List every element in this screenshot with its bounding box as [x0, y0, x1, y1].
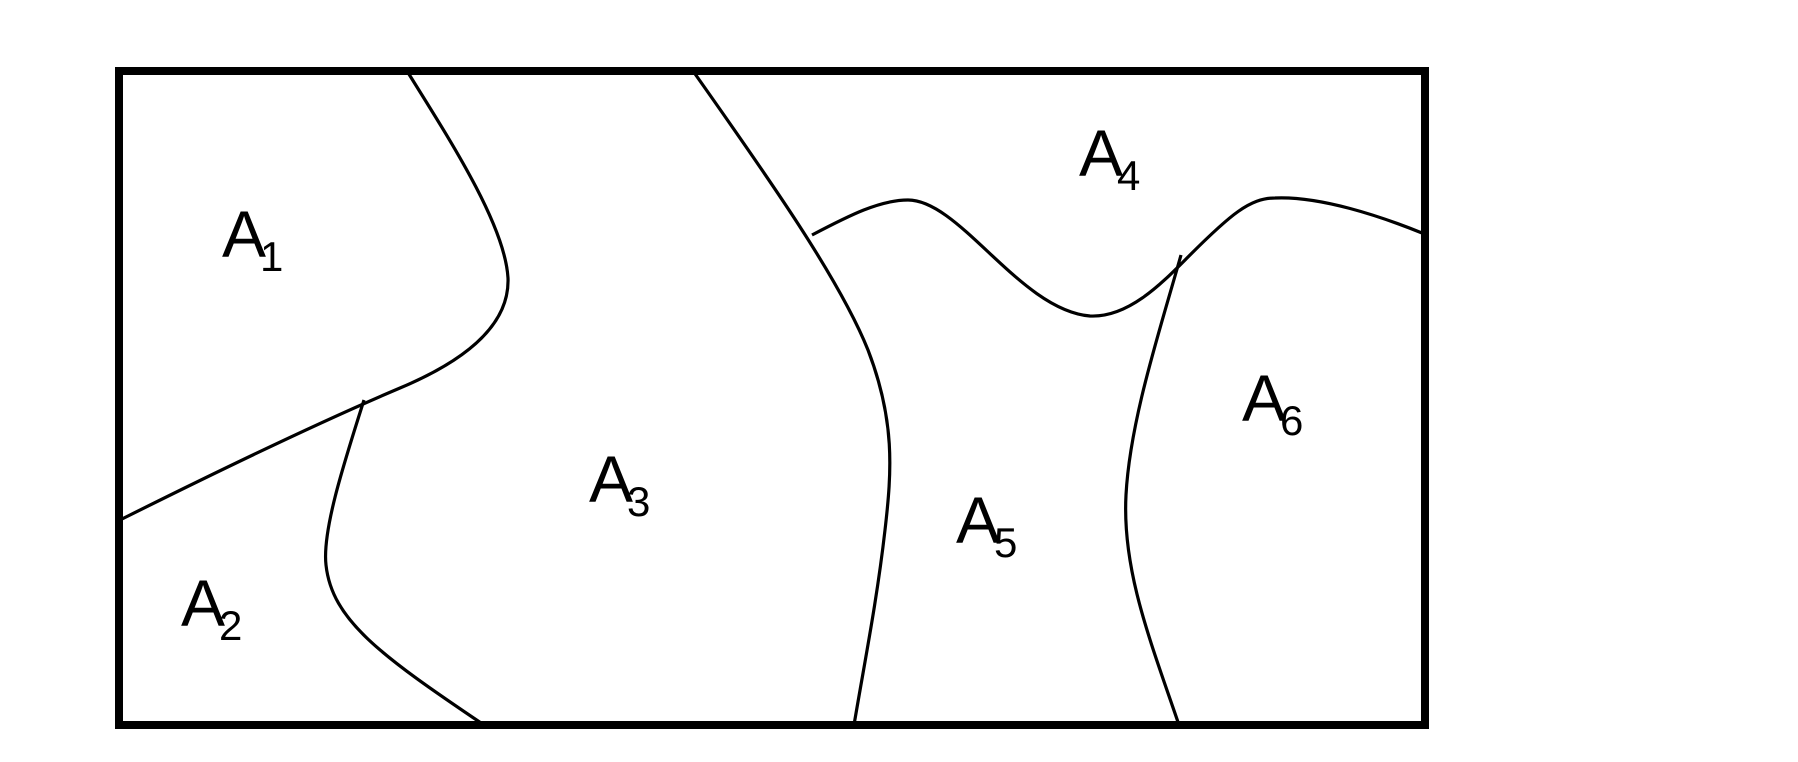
boundary-a2-a3 [323, 399, 485, 727]
region-label-subscript: 6 [1280, 397, 1303, 444]
region-label-subscript: 1 [260, 233, 283, 280]
boundary-a1-a3-a2 [119, 70, 510, 522]
region-label-base: A [222, 197, 266, 271]
region-label-a2: A2 [181, 566, 242, 649]
region-label-a5: A5 [956, 483, 1017, 566]
region-label-base: A [1079, 116, 1123, 190]
region-label-a4: A4 [1079, 116, 1140, 199]
region-label-subscript: 3 [627, 478, 650, 525]
region-label-a6: A6 [1242, 361, 1303, 444]
region-label-a1: A1 [222, 197, 283, 280]
region-label-subscript: 2 [219, 602, 242, 649]
region-label-base: A [181, 566, 225, 640]
boundary-a4-a5-a6 [811, 196, 1423, 318]
region-label-subscript: 4 [1117, 152, 1140, 199]
boundary-a5-a6 [1124, 254, 1183, 726]
region-label-subscript: 5 [994, 519, 1017, 566]
boundary-a3-a5 [691, 70, 892, 726]
region-label-a3: A3 [589, 442, 650, 525]
region-label-base: A [589, 442, 633, 516]
region-label-base: A [956, 483, 1000, 557]
region-label-base: A [1242, 361, 1286, 435]
outer-frame [115, 67, 1429, 729]
